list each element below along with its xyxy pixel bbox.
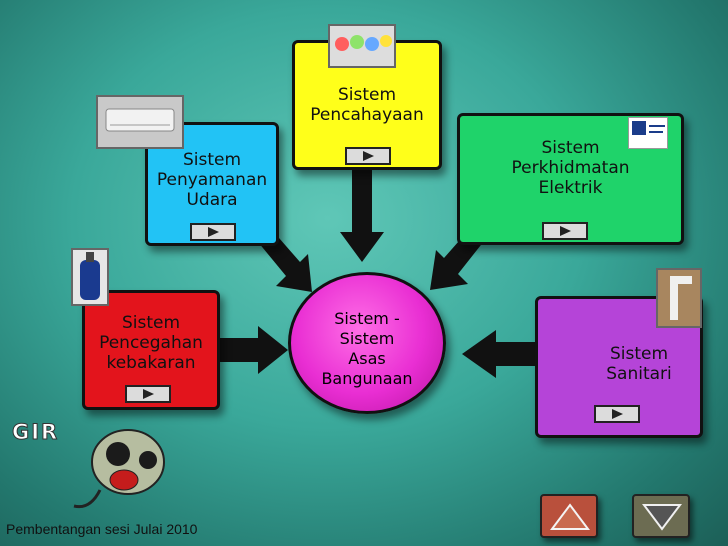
arrow-from-pencahayaan <box>340 168 384 262</box>
tnb-logo-image <box>628 117 668 149</box>
air-conditioner-icon <box>105 108 175 132</box>
play-button[interactable] <box>190 223 236 241</box>
play-icon <box>362 151 374 161</box>
footer-text: Pembentangan sesi Julai 2010 <box>6 521 198 537</box>
play-icon <box>207 227 219 237</box>
pipe-image <box>656 268 702 328</box>
mascot-label: GIR <box>11 420 60 445</box>
next-slide-button[interactable] <box>632 494 690 538</box>
air-conditioner-image <box>96 95 184 149</box>
node-label: Sistem Pencegahan kebakaran <box>99 313 203 373</box>
previous-slide-button[interactable] <box>540 494 598 538</box>
play-button[interactable] <box>125 385 171 403</box>
fire-extinguisher-icon <box>80 252 100 300</box>
center-node-sistem-asas-bangunaan[interactable]: Sistem - Sistem Asas Bangunaan <box>288 272 446 414</box>
mascot-icon <box>73 429 165 509</box>
node-label: Sistem Perkhidmatan Elektrik <box>511 138 630 198</box>
node-sistem-pencahayaan[interactable]: Sistem Pencahayaan <box>292 40 442 170</box>
triangle-up-icon <box>550 503 590 530</box>
node-label: Sistem Penyamanan Udara <box>156 150 268 210</box>
play-button[interactable] <box>542 222 588 240</box>
lightbulbs-image <box>328 24 396 68</box>
node-label: Sistem Pencahayaan <box>310 85 424 125</box>
fire-extinguisher-image <box>71 248 109 306</box>
play-icon <box>611 409 623 419</box>
triangle-down-icon <box>642 504 682 531</box>
center-label: Sistem - Sistem Asas Bangunaan <box>321 309 413 388</box>
logo-icon <box>632 121 665 135</box>
play-icon <box>142 389 154 399</box>
pipe-icon <box>670 276 692 320</box>
play-button[interactable] <box>345 147 391 165</box>
node-label: Sistem Sanitari <box>606 344 672 384</box>
arrow-from-pencegahan <box>220 326 288 374</box>
lightbulbs-icon <box>335 35 392 51</box>
arrow-from-sanitari <box>462 330 536 378</box>
play-button[interactable] <box>594 405 640 423</box>
node-sistem-pencegahan-kebakaran[interactable]: Sistem Pencegahan kebakaran <box>82 290 220 410</box>
play-icon <box>559 226 571 236</box>
